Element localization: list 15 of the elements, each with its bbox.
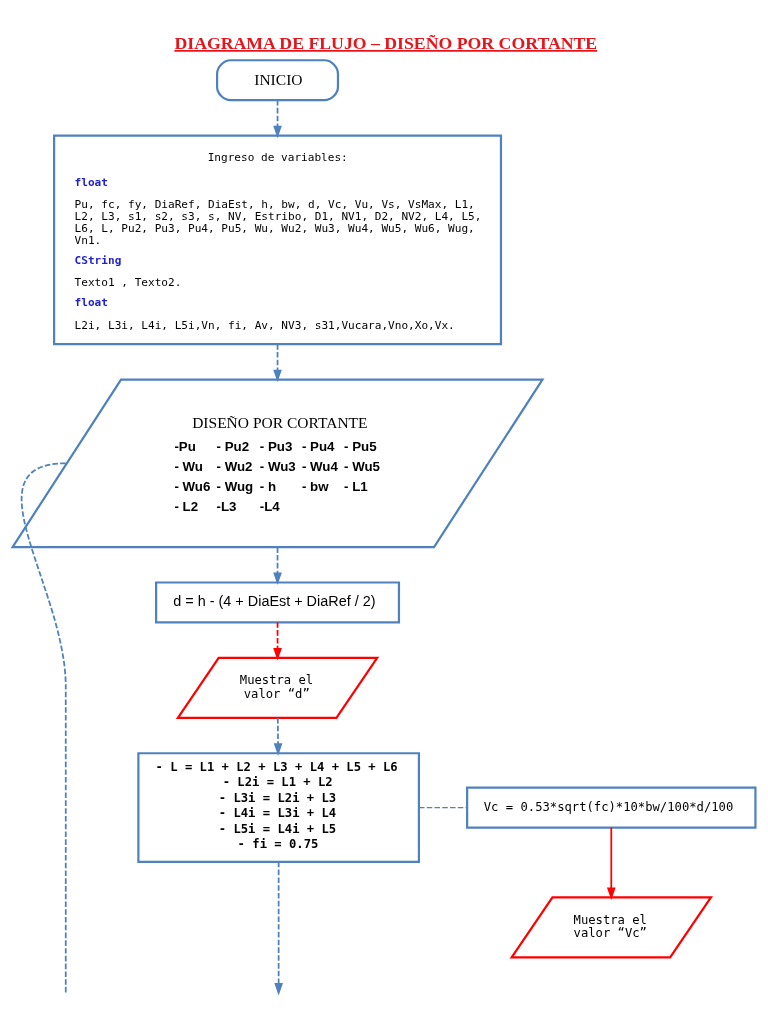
diagram-title: DIAGRAMA DE FLUJO – DISEÑO POR CORTANTE xyxy=(174,32,598,53)
node-box: - L = L1 + L2 + L3 + L4 + L5 + L6 - L2i = L1 + L2 - L3i = L2i + L3 - L4i = L3i + L4 - L5i = L4i + L5 - fi = 0.75 xyxy=(137,751,421,863)
node-box: Ingreso de variables: float Pu, fc, fy, DiaRef, DiaEst, h, bw, d, Vc, Vu, Vs, VsMax, L1, L2, L3, s1, s2, s3, s, NV, Estribo, D1, NV1, D2, NV2, L4, L5, L6, L, Pu2, Pu3, Pu4, Pu5, Wu, Wu2, Wu3, Wu4, Wu5, Wu6, Wug, Vn1. CString Texto1 , Texto2. float L2i, L3i, L4i, L5i,Vn, fi, Av, NV3, s31,Vucara,Vno,Xo,Vx. xyxy=(53,134,503,345)
node-box: Vc = 0.53*sqrt(fc)*10*bw/100*d/100 xyxy=(466,786,757,829)
arrow xyxy=(606,826,616,900)
node-box: INICIO xyxy=(216,58,340,101)
connector xyxy=(418,806,468,808)
node-box: d = h - (4 + DiaEst + DiaRef / 2) xyxy=(155,580,401,624)
arrow xyxy=(273,98,282,138)
arrow xyxy=(273,342,282,382)
arrow xyxy=(273,716,283,756)
arrow xyxy=(273,545,282,585)
connector xyxy=(20,461,67,994)
arrow xyxy=(273,621,282,660)
arrow xyxy=(274,860,283,995)
